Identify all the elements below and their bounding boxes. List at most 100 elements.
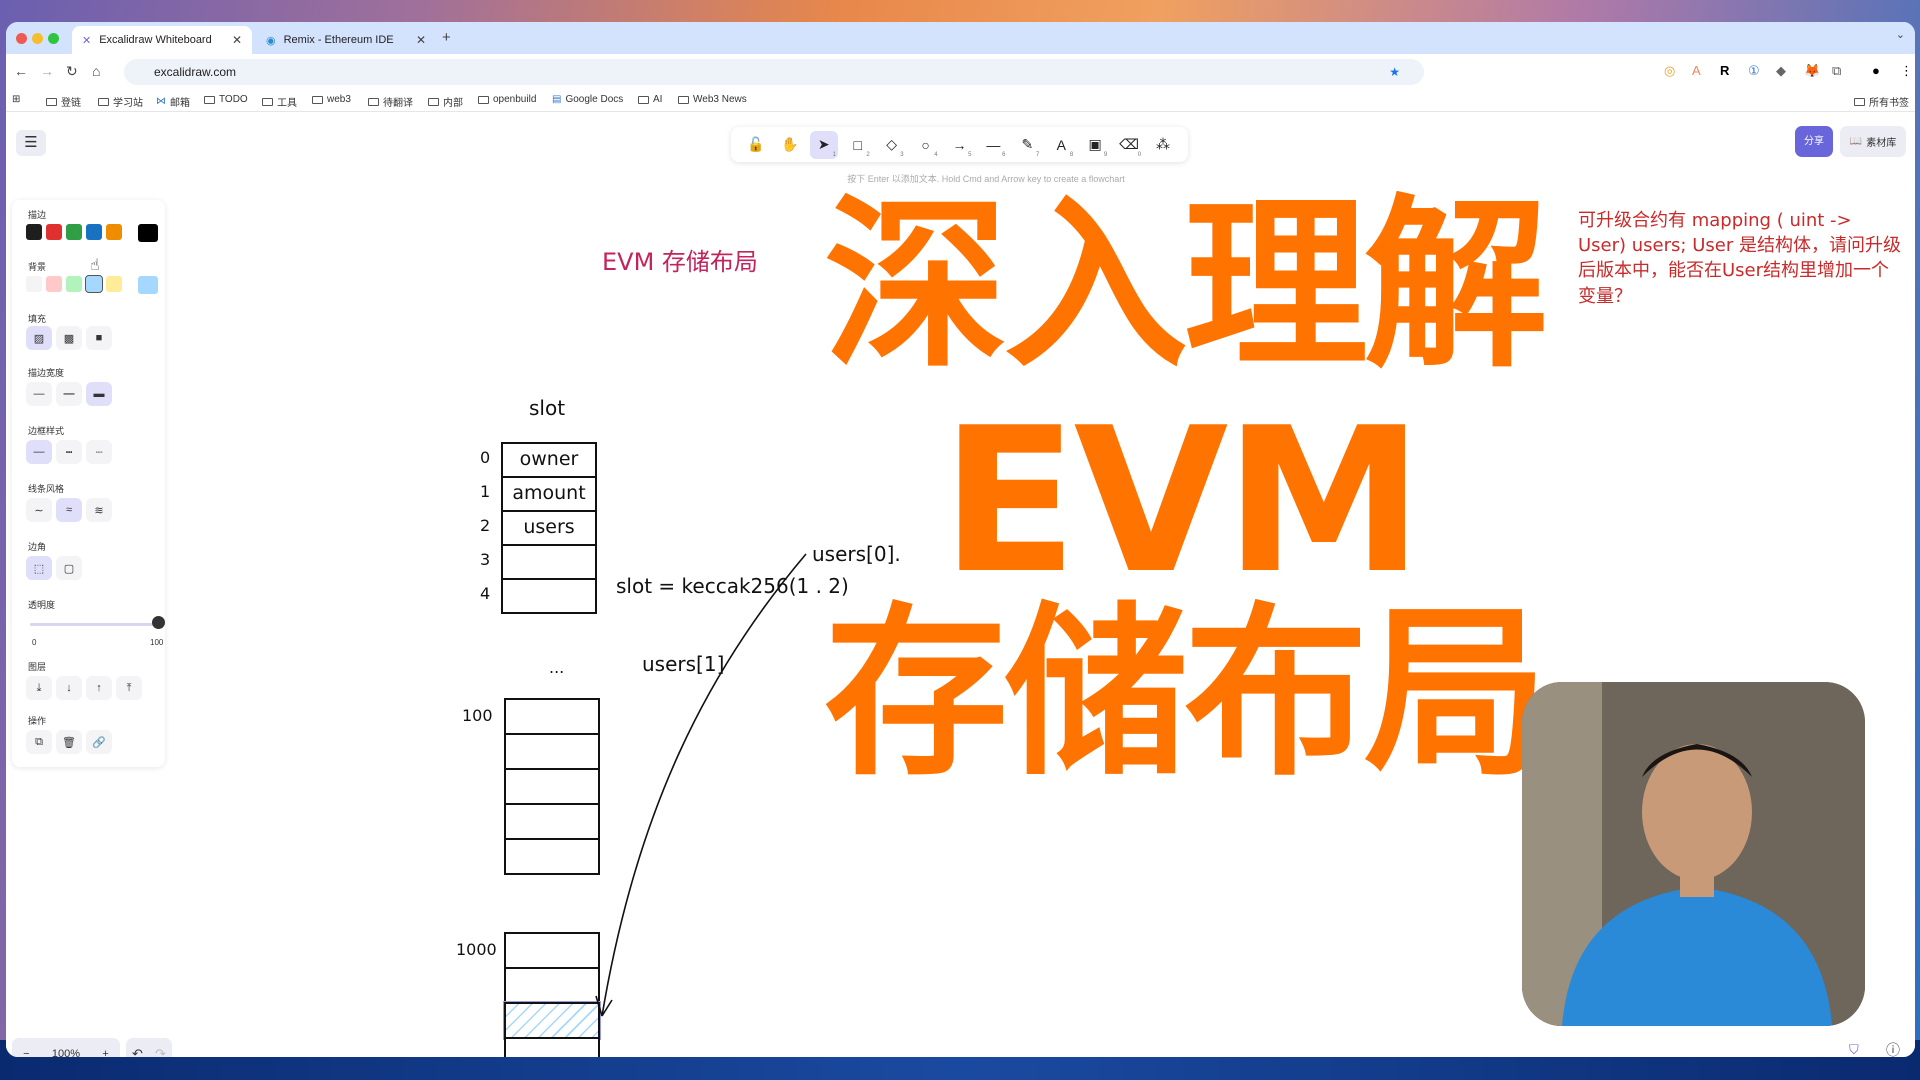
background-swatch[interactable] xyxy=(46,276,62,292)
background-swatch[interactable] xyxy=(26,276,42,292)
close-tab-icon[interactable]: ✕ xyxy=(231,33,242,47)
ellipsis-label[interactable]: ... xyxy=(549,658,565,677)
tool-selection[interactable]: ➤1 xyxy=(809,130,838,159)
sloppiness-artist-option[interactable]: ≈ xyxy=(56,498,82,522)
maximize-window-button[interactable] xyxy=(48,33,59,44)
slot-cell[interactable] xyxy=(504,803,600,840)
library-button[interactable]: 📖素材库 xyxy=(1840,126,1906,157)
extension-icon[interactable]: ◆ xyxy=(1776,63,1786,78)
bookmark-item[interactable]: ▤Google Docs xyxy=(552,94,624,105)
apps-grid-icon[interactable]: ⊞ xyxy=(12,94,21,105)
tool-eraser[interactable]: ⌫0 xyxy=(1115,131,1143,159)
fill-solid-option[interactable]: ■ xyxy=(86,326,112,350)
users0-slot-formula[interactable]: slot = keccak256(1 . 2) xyxy=(616,574,849,598)
background-swatch[interactable] xyxy=(85,275,103,293)
bookmark-item[interactable]: 内部 xyxy=(428,94,463,109)
send-backward-icon[interactable]: ↓ xyxy=(56,676,82,700)
stroke-current-color[interactable] xyxy=(138,224,158,242)
bookmark-item[interactable]: Web3 News xyxy=(678,94,747,105)
bookmark-item[interactable]: 待翻译 xyxy=(368,94,413,109)
stroke-solid-option[interactable]: — xyxy=(26,440,52,464)
extension-icon[interactable]: A xyxy=(1692,63,1701,78)
reload-icon[interactable]: ↻ xyxy=(66,63,78,79)
stroke-dashed-option[interactable]: ┅ xyxy=(56,440,82,464)
send-to-back-icon[interactable]: ⤓ xyxy=(26,676,52,700)
forward-icon[interactable]: → xyxy=(40,63,54,79)
close-tab-icon[interactable]: ✕ xyxy=(415,33,426,47)
selected-slot-cell[interactable] xyxy=(503,1001,601,1040)
stroke-swatch[interactable] xyxy=(86,224,102,240)
tool-arrow[interactable]: →5 xyxy=(945,131,973,159)
bookmark-item[interactable]: 工具 xyxy=(262,94,297,109)
slot-label[interactable]: slot xyxy=(529,396,566,420)
back-icon[interactable]: ← xyxy=(14,63,28,79)
tool-diamond[interactable]: ◇3 xyxy=(878,131,906,159)
stroke-bold-option[interactable]: — xyxy=(56,382,82,406)
slot-1000-label[interactable]: 1000 xyxy=(456,940,497,959)
slot-cell[interactable]: amount xyxy=(501,476,597,512)
fill-hachure-option[interactable]: ▨ xyxy=(26,326,52,350)
undo-icon[interactable]: ↶ xyxy=(132,1045,143,1058)
users1-label[interactable]: users[1] xyxy=(642,652,725,676)
bring-forward-icon[interactable]: ↑ xyxy=(86,676,112,700)
all-bookmarks[interactable]: 所有书签 xyxy=(1854,94,1909,109)
bookmark-item[interactable]: 登链 xyxy=(46,94,81,109)
zoom-level[interactable]: 100% xyxy=(51,1047,81,1058)
stroke-swatch[interactable] xyxy=(26,224,42,240)
slot-cell[interactable] xyxy=(504,838,600,875)
link-icon[interactable]: 🔗 xyxy=(86,730,112,754)
metamask-icon[interactable]: 🦊 xyxy=(1804,63,1821,78)
extension-icon[interactable]: ① xyxy=(1748,63,1760,78)
tool-line[interactable]: —6 xyxy=(979,131,1007,159)
arrow-connector[interactable] xyxy=(6,112,1915,1057)
bookmark-item[interactable]: ⋈邮箱 xyxy=(156,96,190,109)
tool-more-shapes[interactable]: ⁂ xyxy=(1149,131,1177,159)
url-input[interactable]: excalidraw.com ★ xyxy=(124,59,1424,85)
slot-cell[interactable] xyxy=(504,1037,600,1057)
slot-cell[interactable] xyxy=(501,578,597,614)
slot-cell[interactable] xyxy=(501,544,597,580)
bookmark-item[interactable]: 学习站 xyxy=(98,94,143,109)
drawing-question[interactable]: 可升级合约有 mapping ( uint -> User) users; Us… xyxy=(1578,210,1901,307)
minimize-window-button[interactable] xyxy=(32,33,43,44)
extension-icon[interactable]: ◎ xyxy=(1664,63,1676,78)
sloppiness-architect-option[interactable]: ∼ xyxy=(26,498,52,522)
zoom-out-button[interactable]: − xyxy=(23,1047,30,1058)
tab-excalidraw[interactable]: ✕ Excalidraw Whiteboard ✕ xyxy=(72,26,252,54)
bookmark-item[interactable]: web3 xyxy=(312,94,351,105)
slot-cell[interactable] xyxy=(504,733,600,770)
close-window-button[interactable] xyxy=(16,33,27,44)
extension-icon[interactable]: R xyxy=(1720,63,1730,78)
bring-to-front-icon[interactable]: ⤒ xyxy=(116,676,142,700)
extensions-puzzle-icon[interactable]: ⧉ xyxy=(1832,63,1842,78)
tool-pencil[interactable]: ✎7 xyxy=(1013,131,1041,159)
stroke-swatch[interactable] xyxy=(66,224,82,240)
fill-cross-hatch-option[interactable]: ▩ xyxy=(56,326,82,350)
drawing-title[interactable]: EVM 存储布局 xyxy=(602,248,758,276)
duplicate-icon[interactable]: ⧉ xyxy=(26,730,52,754)
tab-search-chevron-icon[interactable]: ⌄ xyxy=(1895,29,1905,41)
users0-label[interactable]: users[0]. xyxy=(812,542,901,566)
delete-icon[interactable]: 🗑 xyxy=(56,730,82,754)
stroke-extra-bold-option[interactable]: ▬ xyxy=(86,382,112,406)
main-menu-button[interactable]: ☰ xyxy=(16,130,46,156)
stroke-swatch[interactable] xyxy=(106,224,122,240)
tool-ellipse[interactable]: ○4 xyxy=(912,131,940,159)
new-tab-button[interactable]: + xyxy=(442,29,451,46)
redo-icon[interactable]: ↷ xyxy=(155,1045,166,1058)
bookmark-item[interactable]: openbuild xyxy=(478,94,536,105)
help-icon[interactable]: ⓘ xyxy=(1886,1042,1900,1057)
background-swatch[interactable] xyxy=(66,276,82,292)
stroke-dotted-option[interactable]: ┈ xyxy=(86,440,112,464)
tool-image[interactable]: ▣9 xyxy=(1081,131,1109,159)
profile-avatar[interactable]: ● xyxy=(1872,63,1880,78)
tab-remix[interactable]: ◉ Remix - Ethereum IDE ✕ xyxy=(256,26,436,54)
tool-hand[interactable]: ✋ xyxy=(776,131,804,159)
share-button[interactable]: 分享 xyxy=(1795,126,1833,157)
sloppiness-cartoonist-option[interactable]: ≋ xyxy=(86,498,112,522)
stroke-thin-option[interactable]: — xyxy=(26,382,52,406)
background-current-color[interactable] xyxy=(138,276,158,294)
shield-icon[interactable]: ⛉ xyxy=(1849,1042,1859,1057)
background-swatch[interactable] xyxy=(106,276,122,292)
